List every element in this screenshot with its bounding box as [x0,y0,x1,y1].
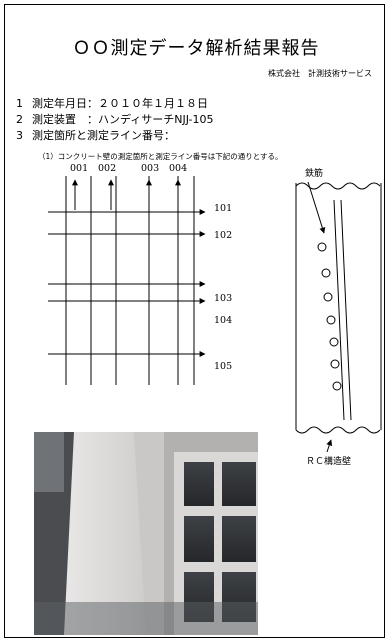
item-text: 測定装置 ：ハンディサーチNJJ-105 [32,113,214,126]
wall-bottom-break [295,426,381,434]
item-measurement-location: 3 測定箇所と測定ライン番号： [16,127,175,143]
page-frame [4,4,385,638]
wall-top-break [295,182,381,190]
item-number: 1 [16,97,23,110]
measurement-point [330,359,340,369]
company-name: 株式会社 計測技術サービス [268,69,372,78]
wall-pointer [326,439,333,453]
measurement-point [323,292,333,302]
rebar-pointer [307,181,326,234]
item-text: 測定年月日：２０１０年１月１８日 [32,97,208,110]
measurement-point [332,381,342,391]
label-104: 104 [214,315,232,326]
wall-cross-section: 鉄筋 ＲＣ構造壁 [295,167,382,467]
rebar-line-1 [333,199,345,421]
item-text: 測定箇所と測定ライン番号： [32,129,175,142]
item-measurement-device: 2 測定装置 ：ハンディサーチNJJ-105 [16,111,214,127]
label-001: 001 [70,163,88,174]
rebar-label: 鉄筋 [305,167,323,179]
item-number: 3 [16,129,23,142]
rebar-line-2 [340,199,352,421]
label-002: 002 [98,163,116,174]
label-003: 003 [141,163,159,174]
wall-photo-image [34,432,258,635]
note-text: （1）コンクリート壁の測定箇所と測定ライン番号は下記の通りとする。 [38,152,283,161]
measurement-point [321,268,331,278]
grid-labels: 001 002 003 004 101 102 103 104 105 [70,163,232,372]
page-title: ＯＯ測定データ解析結果報告 [72,38,320,59]
label-105: 105 [214,361,232,372]
label-103: 103 [214,293,232,304]
item-measurement-date: 1 測定年月日：２０１０年１月１８日 [16,95,208,111]
item-number: 2 [16,113,23,126]
label-102: 102 [214,230,232,241]
label-101: 101 [214,203,232,214]
measurement-point [329,337,339,347]
measurement-point [326,315,336,325]
label-004: 004 [169,163,187,174]
wall-label: ＲＣ構造壁 [306,455,351,467]
wall-photo [34,432,258,635]
measurement-point [317,242,327,252]
measurement-grid [48,176,206,385]
